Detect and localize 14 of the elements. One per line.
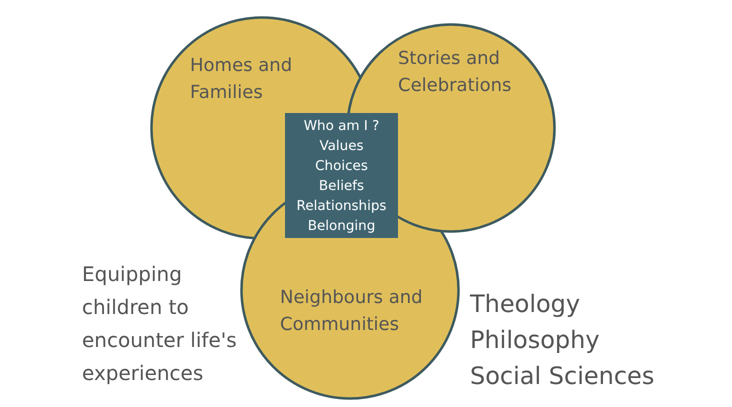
circle-label: Neighbours and Communities — [280, 286, 424, 337]
box-text: Relationships — [296, 196, 386, 216]
side-label: Philosophy — [470, 325, 601, 356]
box-text: Who am I ? — [304, 116, 380, 136]
side-label: Social Sciences — [470, 361, 656, 392]
side-label: Equipping children to encounter life's experiences — [82, 261, 238, 387]
box-text: Belonging — [308, 216, 376, 236]
box-text: Values — [319, 136, 364, 156]
circle-label: Stories and Celebrations — [398, 47, 512, 98]
centre-box — [285, 113, 398, 238]
box-text: Choices — [315, 156, 368, 176]
side-label: Theology — [470, 289, 582, 320]
box-text: Beliefs — [318, 176, 364, 196]
circle-label: Homes and Families — [190, 54, 294, 105]
